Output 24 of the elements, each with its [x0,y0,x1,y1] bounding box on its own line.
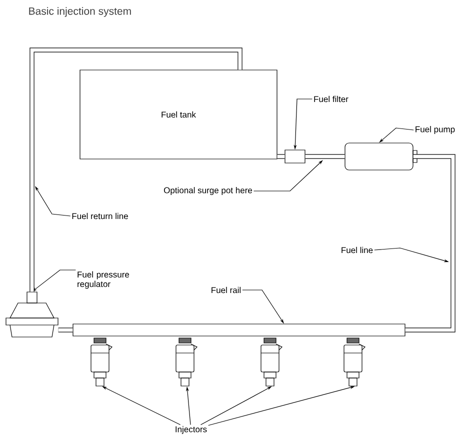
injector-drawing [260,338,282,386]
callout-label: Fuel rail [212,286,241,294]
leader-line [253,160,323,192]
injector-drawing [344,338,366,386]
filter-box [284,150,306,164]
callout-label: Fuel return line [72,212,128,220]
pipe [277,154,285,159]
callout-label: Fuel pump [416,126,455,134]
callout-label: Injectors [176,426,207,434]
rail-bar [72,324,406,336]
pump-drawing [344,142,418,170]
injector-drawing [176,338,198,386]
pipe [405,154,456,332]
pipe [58,328,73,332]
callout-label: Optional surge pot here [164,187,252,195]
callout-label: Fuel line [342,246,373,254]
title: Basic injection system [29,7,131,17]
regulator-drawing [6,292,58,338]
tank-box: Fuel tank [80,70,278,160]
callout-label: Fuel filter [314,96,348,102]
pipe [305,154,345,159]
pipe [30,48,242,292]
injector-drawing [90,338,112,386]
callout-label: Fuel pressure regulator [78,271,130,289]
